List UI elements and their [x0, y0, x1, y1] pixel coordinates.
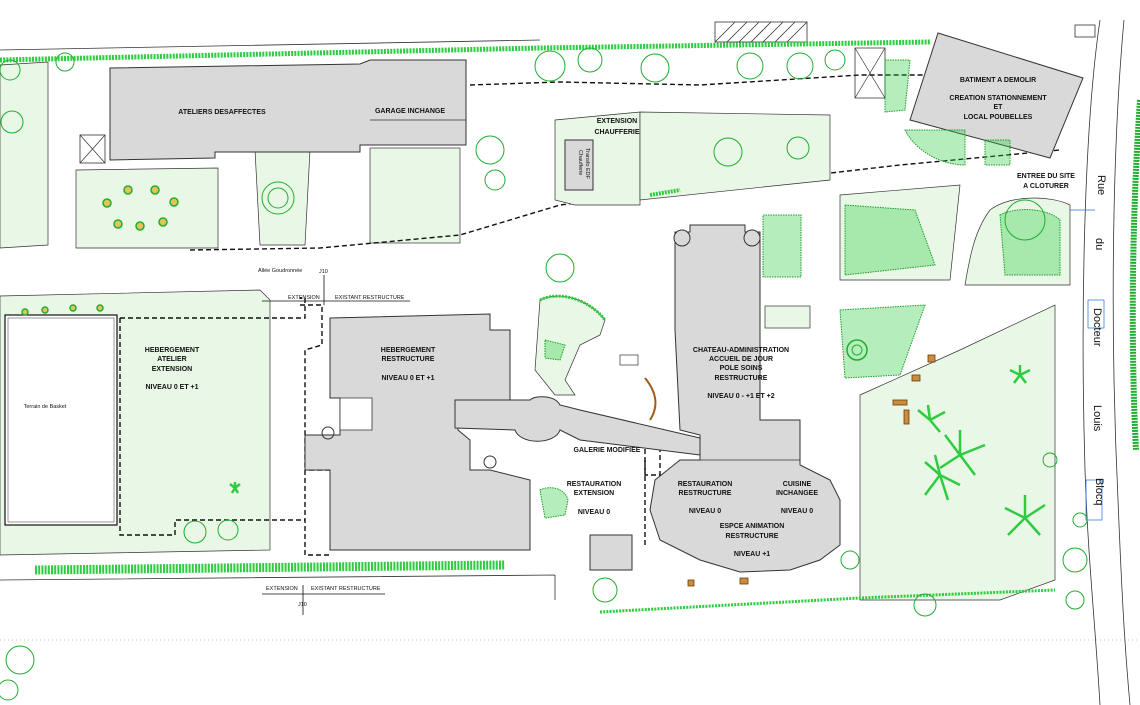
label-transfo: Transfo EDF [584, 148, 590, 180]
label-extension-chaufferie-1: EXTENSION [597, 118, 637, 125]
road-dashed-center [189, 149, 1061, 251]
street-label-rue: Rue [1095, 175, 1107, 195]
south-hedge-west [34, 560, 506, 575]
label-heb-restr-2: RESTRUCTURE [382, 356, 435, 363]
label-creation-2: ET [994, 104, 1004, 111]
label-batiment-demolir: BATIMENT A DEMOLIR [960, 77, 1036, 84]
label-rest-restr-2: RESTRUCTURE [679, 490, 732, 497]
building-chaufferie [564, 139, 594, 191]
label-garage: GARAGE INCHANGE [375, 108, 445, 115]
label-ateliers: ATELIERS DESAFFECTES [178, 109, 266, 116]
label-existant-bottom: EXISTANT RESTRUCTURE [311, 586, 381, 592]
label-chateau-5: NIVEAU 0 - +1 ET +2 [707, 393, 774, 400]
label-heb-atelier-3: EXTENSION [152, 366, 192, 373]
street-label-blocq: Blocq [1093, 478, 1105, 506]
lawn-chaufferie-east [639, 111, 831, 201]
lawn-garden-ne [839, 184, 961, 281]
hatched-zone [714, 21, 1096, 43]
label-rest-ext-2: EXTENSION [574, 490, 614, 497]
label-chateau-2: ACCUEIL DE JOUR [709, 356, 773, 363]
label-rest-ext-1: RESTAURATION [567, 481, 622, 488]
lawn-west [0, 61, 49, 249]
label-j10-top: J10 [319, 269, 328, 275]
street-label-louis: Louis [1091, 405, 1103, 432]
building-ateliers [109, 59, 467, 161]
lawn-entrance [964, 197, 1071, 286]
label-galerie: GALERIE MODIFIEE [574, 447, 641, 454]
street-label-du: du [1093, 238, 1105, 250]
label-animation-3: NIVEAU +1 [734, 551, 770, 558]
label-heb-atelier-4: NIVEAU 0 ET +1 [145, 384, 198, 391]
label-chateau-4: RESTRUCTURE [715, 375, 768, 382]
extension-outline-west [119, 297, 330, 556]
label-animation-1: ESPCE ANIMATION [720, 523, 785, 530]
label-animation-2: RESTRUCTURE [726, 533, 779, 540]
label-rest-restr-1: RESTAURATION [678, 481, 733, 488]
label-rest-ext-3: NIVEAU 0 [578, 509, 610, 516]
label-chateau-1: CHATEAU-ADMINISTRATION [693, 347, 789, 354]
label-chateau-3: POLE SOINS [720, 365, 763, 372]
label-cuisine-2: INCHANGEE [776, 490, 818, 497]
hedge-chateau-east [762, 214, 802, 278]
label-heb-restr-3: NIVEAU 0 ET +1 [381, 375, 434, 382]
label-cuisine-3: NIVEAU 0 [781, 508, 813, 515]
road-dashed-north [469, 74, 935, 86]
street-rue-docteur-louis-blocq [1070, 19, 1140, 705]
label-rest-restr-3: NIVEAU 0 [689, 508, 721, 515]
shrubs [21, 185, 179, 316]
building-annexe [589, 534, 633, 571]
label-allee: Allée Goudronnée [258, 268, 302, 274]
label-creation-3: LOCAL POUBELLES [964, 114, 1033, 121]
basketball-court [4, 314, 118, 526]
benches [687, 354, 936, 587]
label-creation-1: CREATION STATIONNEMENT [949, 95, 1047, 102]
label-chaufferie: Chaufferie [577, 150, 583, 175]
building-to-demolish [909, 32, 1084, 159]
lawn-garage [369, 147, 461, 244]
trees [0, 47, 1088, 701]
lawn-ateliers [75, 167, 219, 249]
label-heb-atelier-2: ATELIER [157, 356, 186, 363]
label-entree-1: ENTREE DU SITE [1017, 173, 1075, 180]
label-ext-bottom: EXTENSION [266, 586, 298, 592]
label-extension-chaufferie-2: CHAUFFERIE [594, 129, 639, 136]
label-heb-restr-1: HEBERGEMENT [381, 347, 436, 354]
north-hedge [0, 39, 931, 63]
label-cuisine-1: CUISINE [783, 481, 812, 488]
lawn-central [254, 149, 311, 246]
label-existant-top: EXISTANT RESTRUCTURE [335, 295, 405, 301]
label-ext-top: EXTENSION [288, 295, 320, 301]
palm-trees [229, 365, 1046, 536]
label-heb-atelier-1: HEBERGEMENT [145, 347, 200, 354]
hedge-garden-ne [844, 204, 936, 276]
label-entree-2: A CLOTURER [1023, 183, 1069, 190]
label-j10-bottom: J10 [298, 602, 307, 608]
street-label-docteur: Docteur [1091, 308, 1103, 347]
label-terrain-basket: Terrain de Basket [24, 404, 67, 410]
